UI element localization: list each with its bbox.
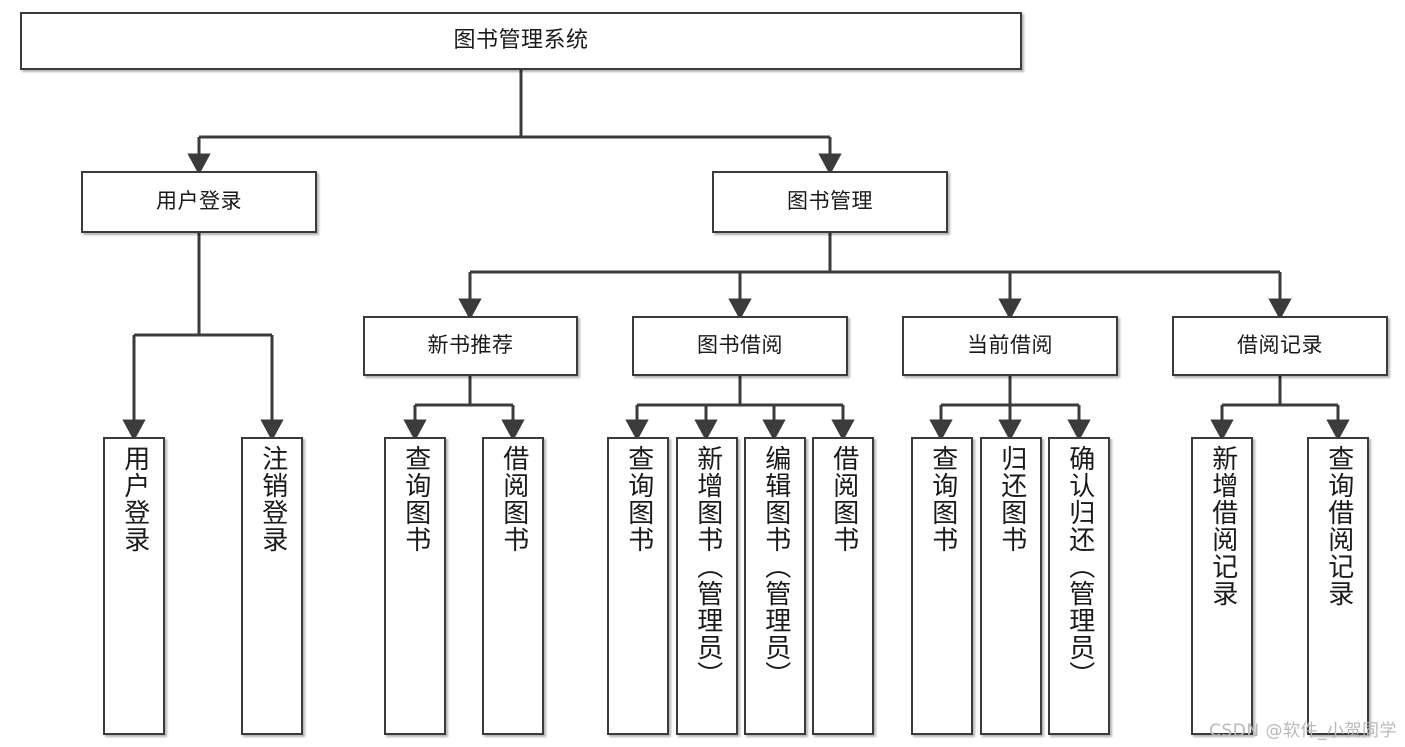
leaf-new-book-borrow[interactable]: 借阅图书 (482, 437, 544, 735)
leaf-book-borrow-borrow[interactable]: 借阅图书 (812, 437, 874, 735)
leaf-user-login-logout[interactable]: 注销登录 (241, 437, 303, 735)
node-label: 借阅记录 (1237, 333, 1323, 358)
node-label: 借阅图书 (498, 445, 529, 553)
node-book-management[interactable]: 图书管理 (712, 171, 948, 233)
node-label: 归还图书 (996, 445, 1027, 553)
node-label: 图书借阅 (697, 333, 783, 358)
node-current-borrow[interactable]: 当前借阅 (902, 316, 1118, 376)
node-label: 确认归还（管理员） (1064, 445, 1095, 688)
node-label: 查询图书 (927, 445, 958, 553)
node-root-system[interactable]: 图书管理系统 (20, 12, 1022, 70)
node-user-login[interactable]: 用户登录 (81, 171, 317, 233)
node-label: 查询图书 (400, 445, 431, 553)
node-label: 用户登录 (156, 189, 242, 214)
leaf-borrow-record-add[interactable]: 新增借阅记录 (1191, 437, 1253, 735)
node-label: 图书管理 (787, 189, 873, 214)
leaf-current-borrow-query[interactable]: 查询图书 (911, 437, 973, 735)
node-label: 用户登录 (119, 445, 150, 553)
node-label: 新书推荐 (427, 333, 514, 358)
leaf-new-book-query[interactable]: 查询图书 (384, 437, 446, 735)
leaf-user-login-login[interactable]: 用户登录 (103, 437, 165, 735)
node-label: 注销登录 (257, 445, 288, 553)
csdn-watermark: CSDN @软件_小贺同学 (1209, 721, 1397, 741)
node-label: 查询借阅记录 (1323, 445, 1354, 607)
node-label: 当前借阅 (967, 333, 1053, 358)
leaf-book-borrow-query[interactable]: 查询图书 (607, 437, 669, 735)
node-label: 借阅图书 (828, 445, 859, 553)
node-label: 查询图书 (623, 445, 654, 553)
node-label: 图书管理系统 (453, 27, 589, 53)
node-label: 新增图书（管理员） (692, 445, 723, 688)
node-borrow-record[interactable]: 借阅记录 (1172, 316, 1388, 376)
leaf-book-borrow-add[interactable]: 新增图书（管理员） (676, 437, 738, 735)
node-book-borrow[interactable]: 图书借阅 (632, 316, 848, 376)
leaf-book-borrow-edit[interactable]: 编辑图书（管理员） (744, 437, 806, 735)
node-label: 编辑图书（管理员） (760, 445, 791, 688)
leaf-current-borrow-return[interactable]: 归还图书 (980, 437, 1042, 735)
node-label: 新增借阅记录 (1207, 445, 1238, 607)
leaf-borrow-record-query[interactable]: 查询借阅记录 (1307, 437, 1369, 735)
leaf-current-borrow-confirm-return[interactable]: 确认归还（管理员） (1048, 437, 1110, 735)
node-new-book-recommend[interactable]: 新书推荐 (363, 316, 578, 376)
